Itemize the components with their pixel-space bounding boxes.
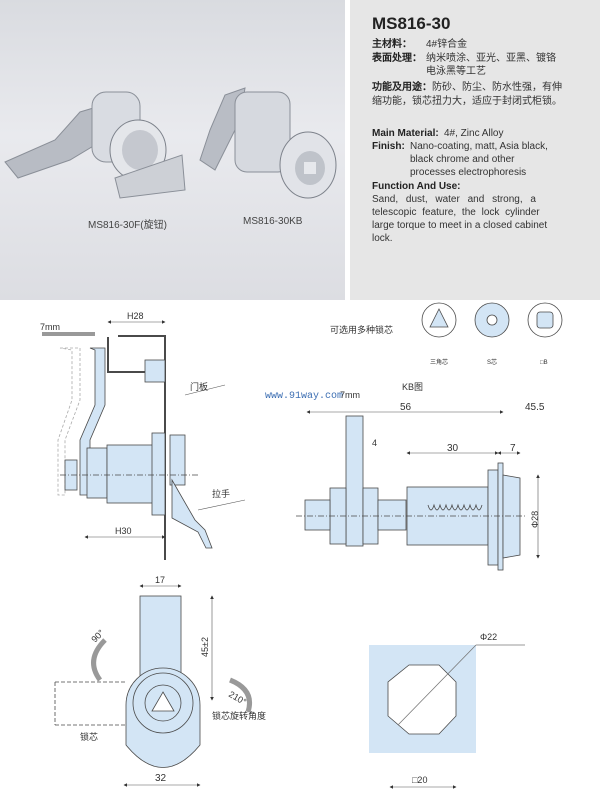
- cn-finish-line: 纳米喷涂、亚光、亚黑、镀铬: [426, 53, 556, 64]
- dim-phi28: Φ28: [530, 511, 540, 528]
- core-label: 锁芯: [80, 731, 98, 742]
- en-function-line: telescopic feature, the lock cylinder: [372, 207, 540, 218]
- lock-photo-30kb: [199, 87, 337, 199]
- cn-function-label: 功能及用途：: [372, 82, 432, 93]
- photo-caption-30kb: MS816-30KB: [243, 216, 303, 227]
- cn-finish-line: 电泳黑等工艺: [426, 66, 486, 77]
- cn-function-line: 防砂、防尘、防水性强，有伸: [432, 82, 562, 93]
- lock-core-options: [421, 302, 563, 338]
- en-finish-label: Finish:: [372, 141, 405, 152]
- en-function-line: Sand, dust, water and strong, a: [372, 194, 536, 205]
- dimension-lines: [42, 320, 540, 789]
- en-material-label: Main Material:: [372, 128, 439, 139]
- rotation-angle-label: 锁芯旋转角度: [212, 710, 266, 721]
- core-options-title: 可选用多种锁芯: [330, 324, 393, 335]
- front-view-drawing: [54, 595, 252, 768]
- spec-panel: MS816-30 主材料： 4#锌合金 表面处理： 纳米喷涂、亚光、亚黑、镀铬 …: [350, 0, 600, 300]
- en-material-value: 4#, Zinc Alloy: [444, 128, 504, 139]
- en-function-line: large torque to meet in a closed cabinet: [372, 220, 548, 231]
- dim-30: 30: [447, 443, 459, 454]
- cn-material-label: 主材料：: [372, 39, 412, 50]
- product-photo-panel: MS816-30F(旋钮) MS816-30KB: [0, 0, 345, 300]
- product-photos: [4, 87, 337, 199]
- dim-32: 32: [155, 773, 167, 784]
- kb-view-title: KB图: [402, 382, 423, 392]
- handle-label: 拉手: [212, 488, 230, 499]
- core-label-b: □B: [540, 360, 548, 366]
- technical-drawings: 7mm H28 门板 拉手 H30 www.91way.com 可选用多种锁芯 …: [40, 302, 563, 789]
- dim-45: 45±2: [200, 637, 210, 657]
- dim-7: 7: [510, 443, 516, 454]
- en-finish-line: processes electrophoresis: [410, 167, 527, 178]
- h30-label: H30: [115, 526, 132, 536]
- door-panel-label: 门板: [190, 381, 208, 392]
- panel-cutout-drawing: [369, 644, 525, 753]
- en-finish-line: Nano-coating, matt, Asia black,: [410, 141, 548, 152]
- kb-travel-label: 7mm: [340, 390, 360, 400]
- photo-caption-30f: MS816-30F(旋钮): [88, 220, 167, 231]
- core-label-s: S芯: [487, 358, 497, 366]
- dim-4: 4: [372, 438, 377, 448]
- cn-finish-label: 表面处理：: [372, 53, 422, 64]
- side-view-drawing: [57, 335, 213, 560]
- kb-view-drawing: [296, 415, 525, 571]
- h28-label: H28: [127, 311, 144, 321]
- dim-56: 56: [400, 402, 412, 413]
- en-finish-line: black chrome and other: [410, 154, 515, 165]
- en-function-label: Function And Use:: [372, 181, 461, 192]
- dim-phi22: Φ22: [480, 632, 497, 642]
- cn-function-line: 缩功能，锁芯扭力大，适应于封闭式柜锁。: [372, 96, 562, 107]
- dim-17: 17: [155, 575, 165, 585]
- en-function-line: lock.: [372, 233, 393, 244]
- watermark: www.91way.com: [265, 391, 343, 402]
- product-title: MS816-30: [372, 14, 451, 33]
- dim-sq20: □20: [412, 775, 427, 785]
- cn-material-value: 4#锌合金: [426, 39, 468, 50]
- travel-7mm-label: 7mm: [40, 322, 60, 332]
- lock-photo-30f: [4, 91, 186, 199]
- core-label-triangle: 三角芯: [430, 358, 448, 366]
- dim-45-5: 45.5: [525, 402, 545, 413]
